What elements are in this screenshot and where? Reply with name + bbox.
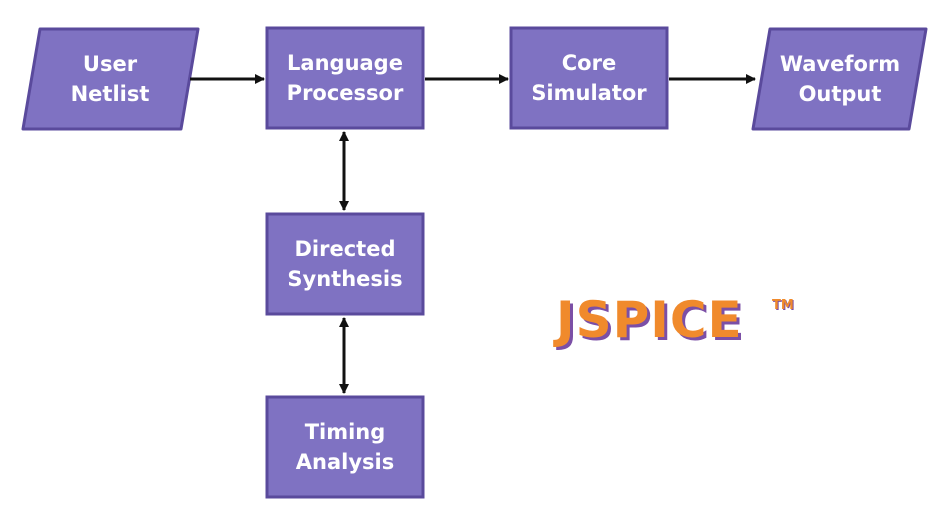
trademark-symbol: TM xyxy=(772,298,794,313)
node-user-netlist xyxy=(21,27,200,131)
node-core-simulator xyxy=(509,26,669,130)
node-waveform-output xyxy=(751,27,928,131)
node-language-processor xyxy=(265,26,425,130)
node-directed-synthesis xyxy=(265,212,425,316)
node-timing-analysis xyxy=(265,395,425,499)
jspice-logo: JSPICE xyxy=(556,291,743,349)
